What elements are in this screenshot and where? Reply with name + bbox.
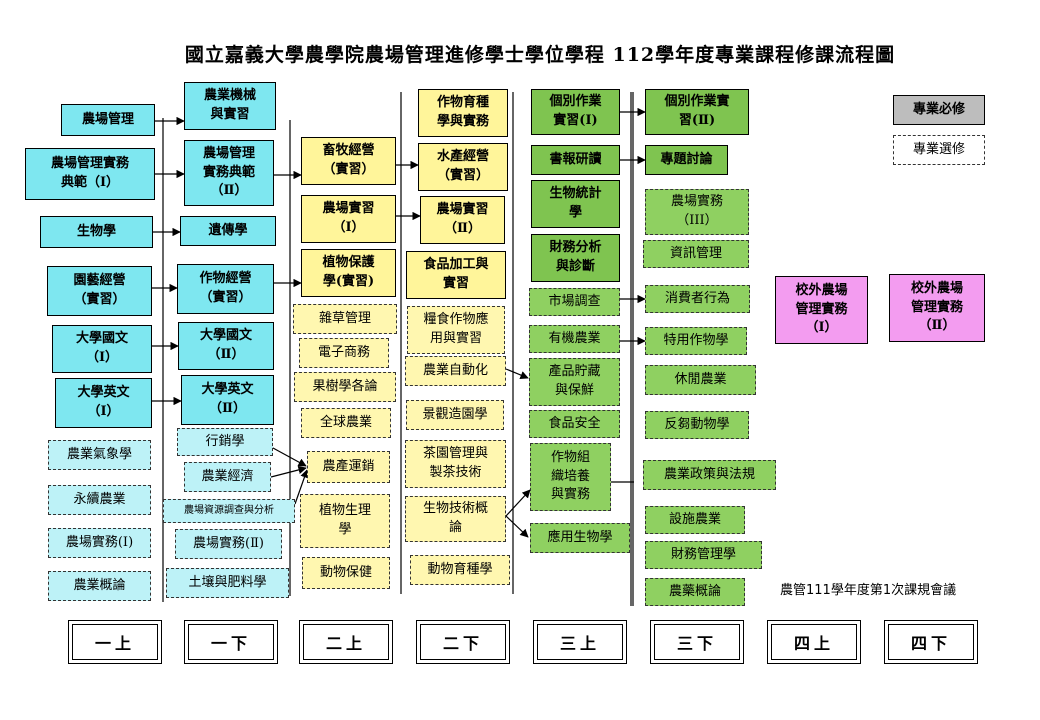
course-pomology: 果樹學各論 xyxy=(294,372,396,402)
course-english-2: 大學英文 （Ⅱ） xyxy=(181,375,274,425)
course-farm-management: 農場管理 xyxy=(61,104,155,136)
course-biology: 生物學 xyxy=(40,216,153,248)
course-information-management: 資訊管理 xyxy=(643,240,749,268)
course-crop-breeding: 作物育種 學與實務 xyxy=(418,89,508,137)
course-agricultural-machinery: 農業機械 與實習 xyxy=(184,82,276,130)
course-financial-management: 財務管理學 xyxy=(645,541,762,569)
course-seminar-reading: 書報研讀 xyxy=(531,145,620,175)
course-livestock-management: 畜牧經營 （實習） xyxy=(301,137,396,185)
semester-1-2: 一下 xyxy=(184,620,278,664)
course-soil-fertilizer: 土壤與肥料學 xyxy=(166,568,289,598)
course-chinese-2: 大學國文 （Ⅱ） xyxy=(178,322,274,370)
course-market-research: 市場調查 xyxy=(529,288,620,316)
course-farm-management-practice-1: 農場管理實務 典範（Ⅰ） xyxy=(25,148,155,200)
course-food-crops: 糧食作物應 用與實習 xyxy=(407,306,505,354)
course-genetics: 遺傳學 xyxy=(180,216,276,246)
course-landscape-design: 景觀造園學 xyxy=(406,400,504,430)
course-pesticides-intro: 農藥概論 xyxy=(645,578,745,606)
course-e-commerce: 電子商務 xyxy=(299,338,389,368)
semester-2-2: 二下 xyxy=(416,620,510,664)
semester-1-1: 一上 xyxy=(68,620,162,664)
course-global-agriculture: 全球農業 xyxy=(301,408,391,438)
course-farm-practice-2: 農場實務(Ⅱ) xyxy=(175,529,282,559)
semester-2-1: 二上 xyxy=(299,620,393,664)
course-consumer-behavior: 消費者行為 xyxy=(645,285,750,313)
semester-3-1: 三上 xyxy=(533,620,627,664)
course-farm-internship-2: 農場實習 （Ⅱ） xyxy=(420,196,505,244)
course-off-campus-farm-2: 校外農場 管理實務 （Ⅱ） xyxy=(889,274,985,342)
course-animal-health: 動物保健 xyxy=(302,557,390,589)
course-agricultural-marketing: 農產運銷 xyxy=(307,451,390,483)
course-product-storage: 產品貯藏 與保鮮 xyxy=(529,358,620,406)
course-ruminant-science: 反芻動物學 xyxy=(645,411,749,439)
course-aquaculture-management: 水產經營 （實習） xyxy=(418,143,508,191)
course-food-processing: 食品加工與 實習 xyxy=(406,251,506,299)
course-farm-management-practice-2: 農場管理 實務典範 （Ⅱ） xyxy=(184,140,274,206)
course-facility-agriculture: 設施農業 xyxy=(645,506,745,534)
course-individual-practice-1: 個別作業 實習(Ⅰ) xyxy=(531,89,620,135)
course-tea-management: 茶園管理與 製茶技術 xyxy=(405,440,506,488)
legend-required: 專業必修 xyxy=(893,95,985,125)
page-title: 國立嘉義大學農學院農場管理進修學士學位學程 112學年度專業課程修課流程圖 xyxy=(184,44,896,66)
course-specialty-crops: 特用作物學 xyxy=(645,327,747,355)
course-agricultural-policy: 農業政策與法規 xyxy=(643,460,776,490)
semester-4-2: 四下 xyxy=(884,620,978,664)
course-agro-meteorology: 農業氣象學 xyxy=(48,440,151,470)
course-biostatistics: 生物統計 學 xyxy=(531,180,620,228)
course-farm-practice-3: 農場實務 （III） xyxy=(645,189,749,235)
course-crop-management: 作物經營 （實習） xyxy=(177,264,274,314)
course-english-1: 大學英文 （Ⅰ） xyxy=(55,378,152,428)
course-organic-agriculture: 有機農業 xyxy=(529,325,620,353)
course-farm-resource-survey: 農場資源調查與分析 xyxy=(163,499,295,523)
course-agricultural-economics: 農業經濟 xyxy=(184,462,271,492)
course-tissue-culture: 作物組 織培養 與實務 xyxy=(530,443,611,511)
course-weed-management: 雜草管理 xyxy=(293,304,397,334)
course-special-seminar: 專題討論 xyxy=(645,145,728,175)
course-off-campus-farm-1: 校外農場 管理實務 （Ⅰ） xyxy=(775,276,868,344)
course-financial-analysis: 財務分析 與診斷 xyxy=(531,234,620,282)
course-plant-protection: 植物保護 學(實習) xyxy=(301,249,396,297)
semester-3-2: 三下 xyxy=(650,620,744,664)
course-plant-physiology: 植物生理 學 xyxy=(300,494,390,548)
course-animal-breeding: 動物育種學 xyxy=(410,555,510,585)
course-intro-agriculture: 農業概論 xyxy=(48,571,151,601)
legend-elective: 專業選修 xyxy=(893,135,985,165)
course-food-safety: 食品安全 xyxy=(529,410,620,438)
course-biotechnology-intro: 生物技術概 論 xyxy=(405,496,506,542)
course-applied-biology: 應用生物學 xyxy=(530,523,630,553)
course-leisure-agriculture: 休閒農業 xyxy=(645,365,756,395)
course-agricultural-automation: 農業自動化 xyxy=(405,356,506,386)
course-horticulture-management: 園藝經營 （實習） xyxy=(47,266,152,316)
course-marketing: 行銷學 xyxy=(177,428,273,456)
semester-4-1: 四上 xyxy=(767,620,861,664)
course-farm-practice-1: 農場實務(Ⅰ) xyxy=(48,528,151,558)
course-farm-internship-1: 農場實習 （Ⅰ） xyxy=(301,195,396,243)
course-sustainable-agriculture: 永續農業 xyxy=(48,485,151,515)
course-individual-practice-2: 個別作業實 習(Ⅱ) xyxy=(645,89,749,135)
course-chinese-1: 大學國文 （Ⅰ） xyxy=(52,325,152,373)
meeting-note: 農管111學年度第1次課規會議 xyxy=(780,583,957,598)
